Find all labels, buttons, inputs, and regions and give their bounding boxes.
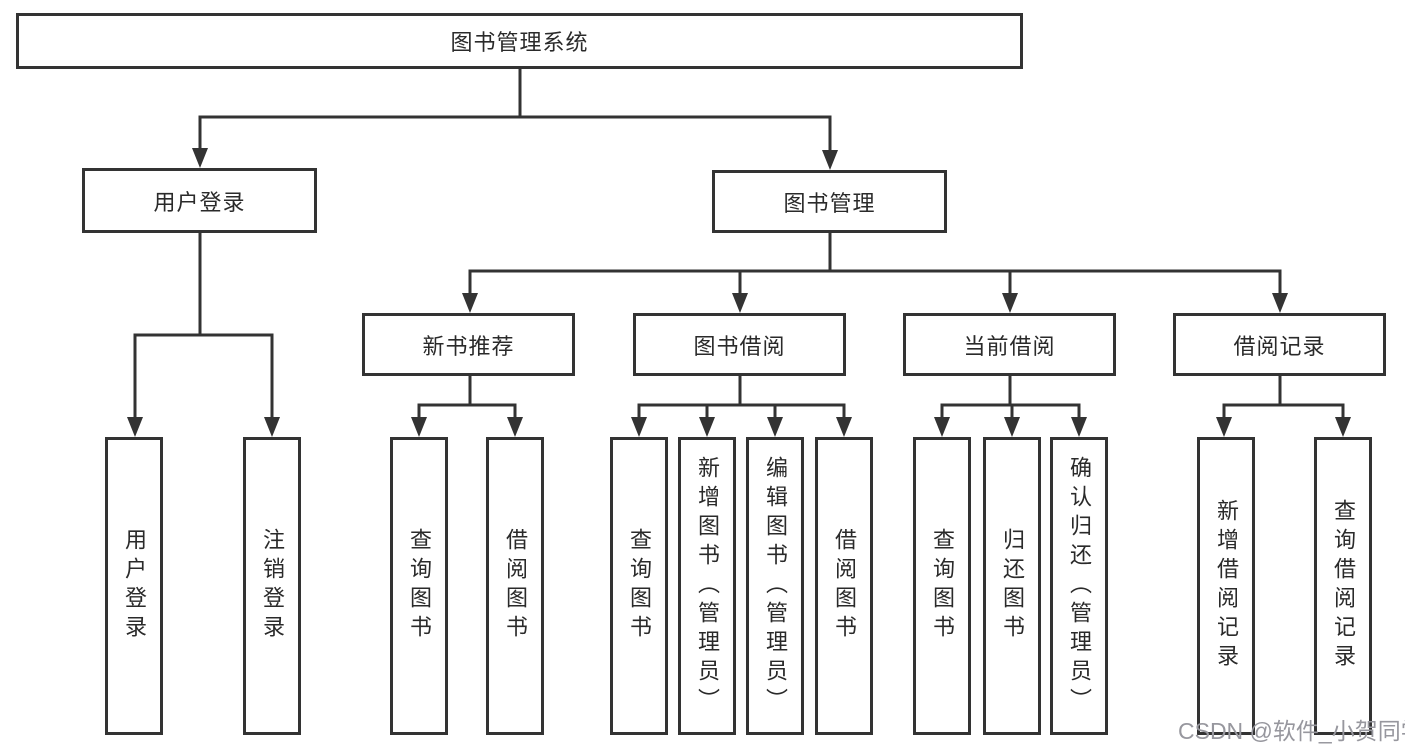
- leaf-current-return-books-label: 归还图书: [1000, 528, 1025, 644]
- node-new-book-recommend-label: 新书推荐: [422, 333, 515, 359]
- leaf-new-query-books-label: 查询图书: [407, 528, 432, 644]
- leaf-borrow-query-books: 查询图书: [610, 437, 668, 735]
- leaf-records-add-record: 新增借阅记录: [1197, 437, 1255, 735]
- leaf-borrow-add-books-admin: 新增图书（管理员）: [678, 437, 736, 735]
- leaf-current-confirm-return-admin-label: 确认归还（管理员）: [1067, 455, 1092, 717]
- connector-root-to-level2: [192, 69, 838, 170]
- leaf-new-query-books: 查询图书: [390, 437, 448, 735]
- leaf-borrow-borrow-books: 借阅图书: [815, 437, 873, 735]
- connector-records-to-leaves: [1216, 376, 1351, 437]
- leaf-records-query-record: 查询借阅记录: [1314, 437, 1372, 735]
- node-book-borrow: 图书借阅: [633, 313, 846, 376]
- leaf-current-return-books: 归还图书: [983, 437, 1041, 735]
- leaf-new-borrow-books: 借阅图书: [486, 437, 544, 735]
- node-borrow-records-label: 借阅记录: [1233, 333, 1326, 359]
- node-current-borrow-label: 当前借阅: [963, 333, 1056, 359]
- leaf-user-login-label: 用户登录: [122, 528, 147, 644]
- leaf-logout: 注销登录: [243, 437, 301, 735]
- connector-current-to-leaves: [934, 376, 1087, 437]
- node-current-borrow: 当前借阅: [903, 313, 1116, 376]
- leaf-borrow-edit-books-admin-label: 编辑图书（管理员）: [763, 455, 788, 717]
- connector-borrow-to-leaves: [631, 376, 852, 437]
- node-user-login-label: 用户登录: [153, 189, 246, 215]
- leaf-user-login: 用户登录: [105, 437, 163, 735]
- node-book-borrow-label: 图书借阅: [693, 333, 786, 359]
- connector-new-to-leaves: [411, 376, 523, 437]
- connector-books-to-level3: [462, 233, 1288, 313]
- leaf-borrow-add-books-admin-label: 新增图书（管理员）: [695, 455, 720, 717]
- leaf-records-query-record-label: 查询借阅记录: [1331, 499, 1356, 673]
- leaf-current-confirm-return-admin: 确认归还（管理员）: [1050, 437, 1108, 735]
- leaf-records-add-record-label: 新增借阅记录: [1214, 499, 1239, 673]
- node-user-login: 用户登录: [82, 168, 317, 233]
- node-borrow-records: 借阅记录: [1173, 313, 1386, 376]
- leaf-current-query-books-label: 查询图书: [930, 528, 955, 644]
- node-root-label: 图书管理系统: [450, 30, 589, 55]
- node-book-management-label: 图书管理: [783, 190, 876, 216]
- leaf-borrow-edit-books-admin: 编辑图书（管理员）: [746, 437, 804, 735]
- csdn-watermark: CSDN @软件_小贺同学: [1178, 718, 1405, 744]
- leaf-borrow-borrow-books-label: 借阅图书: [832, 528, 857, 644]
- leaf-logout-label: 注销登录: [260, 528, 285, 644]
- leaf-borrow-query-books-label: 查询图书: [627, 528, 652, 644]
- leaf-current-query-books: 查询图书: [913, 437, 971, 735]
- node-new-book-recommend: 新书推荐: [362, 313, 575, 376]
- connector-login-to-leaves: [127, 233, 280, 437]
- leaf-new-borrow-books-label: 借阅图书: [503, 528, 528, 644]
- node-book-management: 图书管理: [712, 170, 947, 233]
- node-root: 图书管理系统: [16, 13, 1023, 69]
